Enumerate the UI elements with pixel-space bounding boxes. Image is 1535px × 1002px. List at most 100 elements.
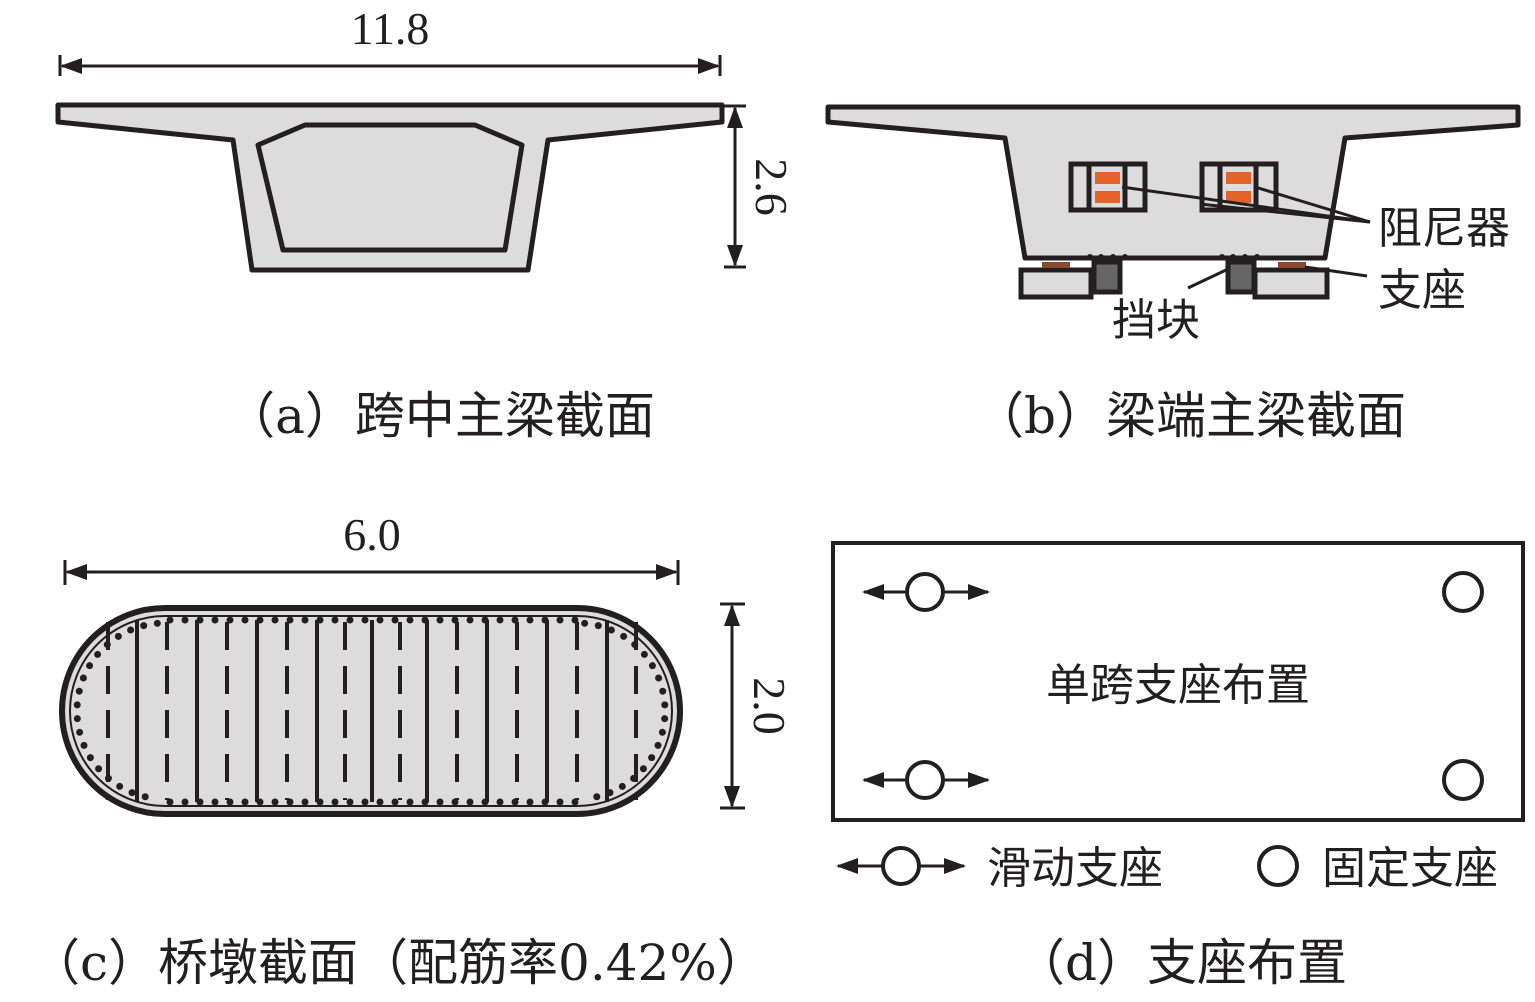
longitudinal-rebar xyxy=(581,619,589,627)
longitudinal-rebar xyxy=(391,798,399,806)
longitudinal-rebar xyxy=(481,616,489,624)
longitudinal-rebar xyxy=(607,626,615,634)
caption-b: （b）梁端主梁截面 xyxy=(974,387,1406,445)
longitudinal-rebar xyxy=(94,650,102,658)
fixed-bearing-top xyxy=(1442,571,1484,613)
longitudinal-rebar xyxy=(511,616,519,624)
fixed-bearing-bottom xyxy=(1442,759,1484,801)
longitudinal-rebar xyxy=(556,798,564,806)
longitudinal-rebar xyxy=(331,798,339,806)
longitudinal-rebar xyxy=(496,798,504,806)
longitudinal-rebar xyxy=(346,616,354,624)
legend-sliding-label: 滑动支座 xyxy=(987,843,1163,894)
longitudinal-rebar xyxy=(556,616,564,624)
longitudinal-rebar xyxy=(511,798,519,806)
stopper-right xyxy=(1219,254,1260,295)
panel-d-bearing-layout: 单跨支座布置 滑动支座 固定支座 （d）支座布置 xyxy=(831,541,1525,992)
height-dimension-label: 2.6 xyxy=(746,158,797,216)
longitudinal-rebar xyxy=(361,616,369,624)
longitudinal-rebar xyxy=(406,798,414,806)
longitudinal-rebar xyxy=(166,616,174,624)
longitudinal-rebar xyxy=(316,616,324,624)
longitudinal-rebar xyxy=(661,701,669,709)
longitudinal-rebar xyxy=(451,616,459,624)
rebar-layout xyxy=(73,616,669,806)
longitudinal-rebar xyxy=(181,798,189,806)
longitudinal-rebar xyxy=(593,793,601,801)
longitudinal-rebar xyxy=(73,701,81,709)
longitudinal-rebar xyxy=(640,650,648,658)
sliding-bearing-bottom xyxy=(862,760,990,800)
longitudinal-rebar xyxy=(128,789,136,797)
bearing-right xyxy=(1252,262,1330,300)
longitudinal-rebar xyxy=(630,774,638,782)
panel-c-pier-section: 6.0 2.0 （c）桥墩截面（配筋率0.42%） xyxy=(30,509,795,992)
longitudinal-rebar xyxy=(256,616,264,624)
longitudinal-rebar xyxy=(271,798,279,806)
longitudinal-rebar xyxy=(466,616,474,624)
longitudinal-rebar xyxy=(141,793,149,801)
longitudinal-rebar xyxy=(86,662,94,670)
longitudinal-rebar xyxy=(571,616,579,624)
legend-fixed-label: 固定支座 xyxy=(1322,843,1498,894)
damper-leader xyxy=(1199,202,1371,224)
span-layout-label: 单跨支座布置 xyxy=(1046,660,1310,711)
longitudinal-rebar xyxy=(346,798,354,806)
longitudinal-rebar xyxy=(116,782,124,790)
stopper-label: 挡块 xyxy=(1112,295,1200,346)
longitudinal-rebar xyxy=(526,616,534,624)
longitudinal-rebar xyxy=(73,715,81,723)
longitudinal-rebar xyxy=(654,741,662,749)
longitudinal-rebar xyxy=(658,728,666,736)
longitudinal-rebar xyxy=(406,616,414,624)
longitudinal-rebar xyxy=(541,798,549,806)
longitudinal-rebar xyxy=(571,798,579,806)
longitudinal-rebar xyxy=(466,798,474,806)
legend-sliding-symbol xyxy=(836,846,966,886)
longitudinal-rebar xyxy=(80,741,88,749)
longitudinal-rebar xyxy=(661,715,669,723)
longitudinal-rebar xyxy=(114,632,122,640)
longitudinal-rebar xyxy=(76,728,84,736)
longitudinal-rebar xyxy=(376,616,384,624)
sliding-bearing-top xyxy=(862,572,990,612)
longitudinal-rebar xyxy=(594,622,602,630)
longitudinal-rebar xyxy=(639,765,647,773)
longitudinal-rebar xyxy=(451,798,459,806)
longitudinal-rebar xyxy=(541,616,549,624)
caption-c: （c）桥墩截面（配筋率0.42%） xyxy=(30,934,767,992)
longitudinal-rebar xyxy=(286,798,294,806)
longitudinal-rebar xyxy=(241,616,249,624)
bearing-left xyxy=(1018,262,1094,300)
longitudinal-rebar xyxy=(181,616,189,624)
longitudinal-rebar xyxy=(75,687,83,695)
longitudinal-rebar xyxy=(226,798,234,806)
damper-leader xyxy=(1254,185,1371,224)
longitudinal-rebar xyxy=(301,616,309,624)
longitudinal-rebar xyxy=(659,687,667,695)
longitudinal-rebar xyxy=(127,626,135,634)
longitudinal-rebar xyxy=(436,798,444,806)
caption-a: （a）跨中主梁截面 xyxy=(225,387,655,445)
height-dimension-label: 2.0 xyxy=(744,677,795,735)
bearing-label: 支座 xyxy=(1378,265,1466,316)
longitudinal-rebar xyxy=(140,622,148,630)
stopper-left xyxy=(1087,254,1128,295)
longitudinal-rebar xyxy=(648,662,656,670)
longitudinal-rebar xyxy=(256,798,264,806)
longitudinal-rebar xyxy=(331,616,339,624)
longitudinal-rebar xyxy=(421,616,429,624)
panel-a-midspan-section: 11.8 2.6 （a）跨中主梁截面 xyxy=(55,3,797,445)
longitudinal-rebar xyxy=(86,754,94,762)
longitudinal-rebar xyxy=(196,616,204,624)
damper-left xyxy=(1068,161,1148,213)
longitudinal-rebar xyxy=(95,765,103,773)
damper-label: 阻尼器 xyxy=(1378,203,1510,254)
longitudinal-rebar xyxy=(361,798,369,806)
longitudinal-rebar xyxy=(166,798,174,806)
width-dimension-label: 6.0 xyxy=(343,509,401,560)
longitudinal-rebar xyxy=(196,798,204,806)
longitudinal-rebar xyxy=(620,632,628,640)
longitudinal-rebar xyxy=(606,789,614,797)
